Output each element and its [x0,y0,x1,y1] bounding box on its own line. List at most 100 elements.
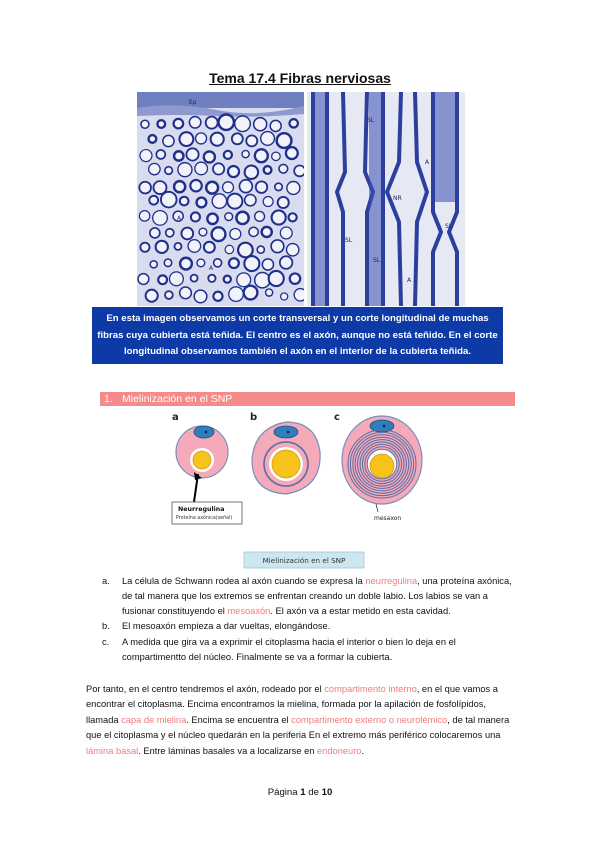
fiber-cross-section [221,181,235,194]
fiber-cross-section [243,255,261,273]
fiber-cross-section [285,242,300,257]
fiber-cross-section [253,210,266,223]
fiber-cross-section [147,133,158,144]
fiber-cross-section [224,244,235,255]
summary-paragraph: Por tanto, en el centro tendremos el axó… [86,682,520,759]
list-item-text: A medida que gira va a exprimir el citop… [122,637,456,662]
section-heading: 1.Mielinización en el SNP [100,392,515,406]
fiber-cross-section [212,290,224,302]
paragraph-highlight: compartimento interno [324,684,417,694]
paragraph-highlight: lámina basal [86,745,139,756]
fiber-cross-section [138,210,151,222]
fiber-cross-section [242,284,259,301]
fiber-cross-section [273,182,284,192]
fiber-cross-section [139,241,151,253]
fiber-cross-section [139,148,153,163]
neuregulin-subtitle: Proteína axónica(señal) [176,514,232,521]
fiber-cross-section [226,164,241,179]
fiber-cross-section [210,226,227,243]
myelin-ring [364,446,400,482]
paragraph-text: , de tal manera que el citoplasma y el n… [86,714,510,741]
fiber-cross-section [233,115,252,133]
fiber-cross-section [206,212,219,226]
fiber-cross-section [173,241,183,251]
fiber-cross-section [188,115,202,129]
fiber-cross-section [260,225,273,239]
fiber-cross-section [185,147,200,162]
fiber-cross-section [189,178,203,193]
paragraph-highlight: capa de mielina [121,714,187,725]
fiber-cross-section [198,227,208,237]
fiber-cross-section [204,115,219,130]
fiber-cross-section [262,164,273,175]
sl-label-1: SL [367,117,375,124]
micrograph-caption: En esta imagen observamos un corte trans… [92,307,503,364]
fiber-cross-section [163,258,173,268]
myelination-diagram: a Neurregulina Proteína axónica(señal) b… [171,412,423,569]
page-total: 10 [321,787,333,798]
fiber-cross-section [202,150,217,164]
fiber-cross-section [178,195,190,207]
paragraph-text: . Entre láminas basales va a localizarse… [138,745,318,756]
list-marker: a. [102,576,110,586]
fiber-cross-section [252,116,268,132]
paragraph-text: , en el que vamos a encontrar el citopla… [86,684,498,725]
fiber-cross-section [260,130,276,146]
fiber-cross-section [137,272,150,286]
mesaxon-label: mesaxon [374,515,401,522]
fiber-cross-section [157,274,169,286]
fiber-cross-section [172,210,184,222]
fiber-cross-section [163,165,174,176]
longitudinal-section-micrograph: SL A NR SL SL SL A [307,92,465,306]
myelin-ring [347,429,417,499]
fiber-cross-section [278,163,289,174]
fiber-cross-section [222,149,234,161]
paragraph-highlight: compartimento externo o neurolémico [291,714,448,725]
fiber-cross-section [293,287,304,302]
fiber-cross-section [144,288,159,303]
fiber-cross-section [229,227,242,241]
page-word: Página [267,787,298,798]
stage-c-letter: c [334,412,340,423]
fiber-cross-section [271,151,281,162]
fiber-cross-section [236,272,252,288]
stage-b-letter: b [250,412,257,423]
list-marker: c. [102,637,110,648]
fiber-cross-section [270,209,287,226]
fiber-cross-section [253,148,269,164]
fiber-cross-section [189,273,199,283]
fiber-cross-section [148,162,161,176]
sl-label-3: SL [445,223,453,230]
fiber-cross-section [248,226,259,238]
fiber-cross-section [217,113,236,132]
list-item-text: . El axón va a estar metido en esta cavi… [270,605,451,616]
diagram-footer-label: Mielinización en el SNP [263,556,346,565]
fiber-cross-section [195,196,208,209]
list-item: c. A medida que gira va a exprimir el cit… [102,635,522,665]
myelin-ring [352,434,412,494]
fiber-cross-section [243,193,257,207]
fiber-cross-section [211,193,228,210]
fiber-cross-section [194,161,209,176]
steps-list: a.La célula de Schwann rodea al axón cua… [102,574,522,666]
fiber-cross-section [230,132,244,146]
fiber-cross-section [261,258,275,271]
paragraph-text: . Encima se encuentra el [186,714,292,725]
stage-a-cell [175,425,229,479]
page-footer: Página 1 de 10 [0,787,600,798]
fiber-cross-section [212,162,226,176]
fiber-cross-section [235,210,250,226]
nr-label: NR [393,195,402,202]
fiber-cross-section [288,118,299,129]
fiber-cross-section [149,227,161,239]
fiber-cross-section [178,286,193,300]
fiber-cross-section [276,195,290,209]
fiber-cross-section [224,212,234,222]
fiber-cross-section [160,190,178,209]
fiber-cross-section [189,211,201,223]
list-item-text: El mesoaxón empieza a dar vueltas, elong… [122,621,331,632]
fiber-cross-section [207,273,217,283]
fiber-cross-section [254,180,269,194]
fiber-cross-section [245,134,259,148]
fiber-cross-section [264,288,274,297]
